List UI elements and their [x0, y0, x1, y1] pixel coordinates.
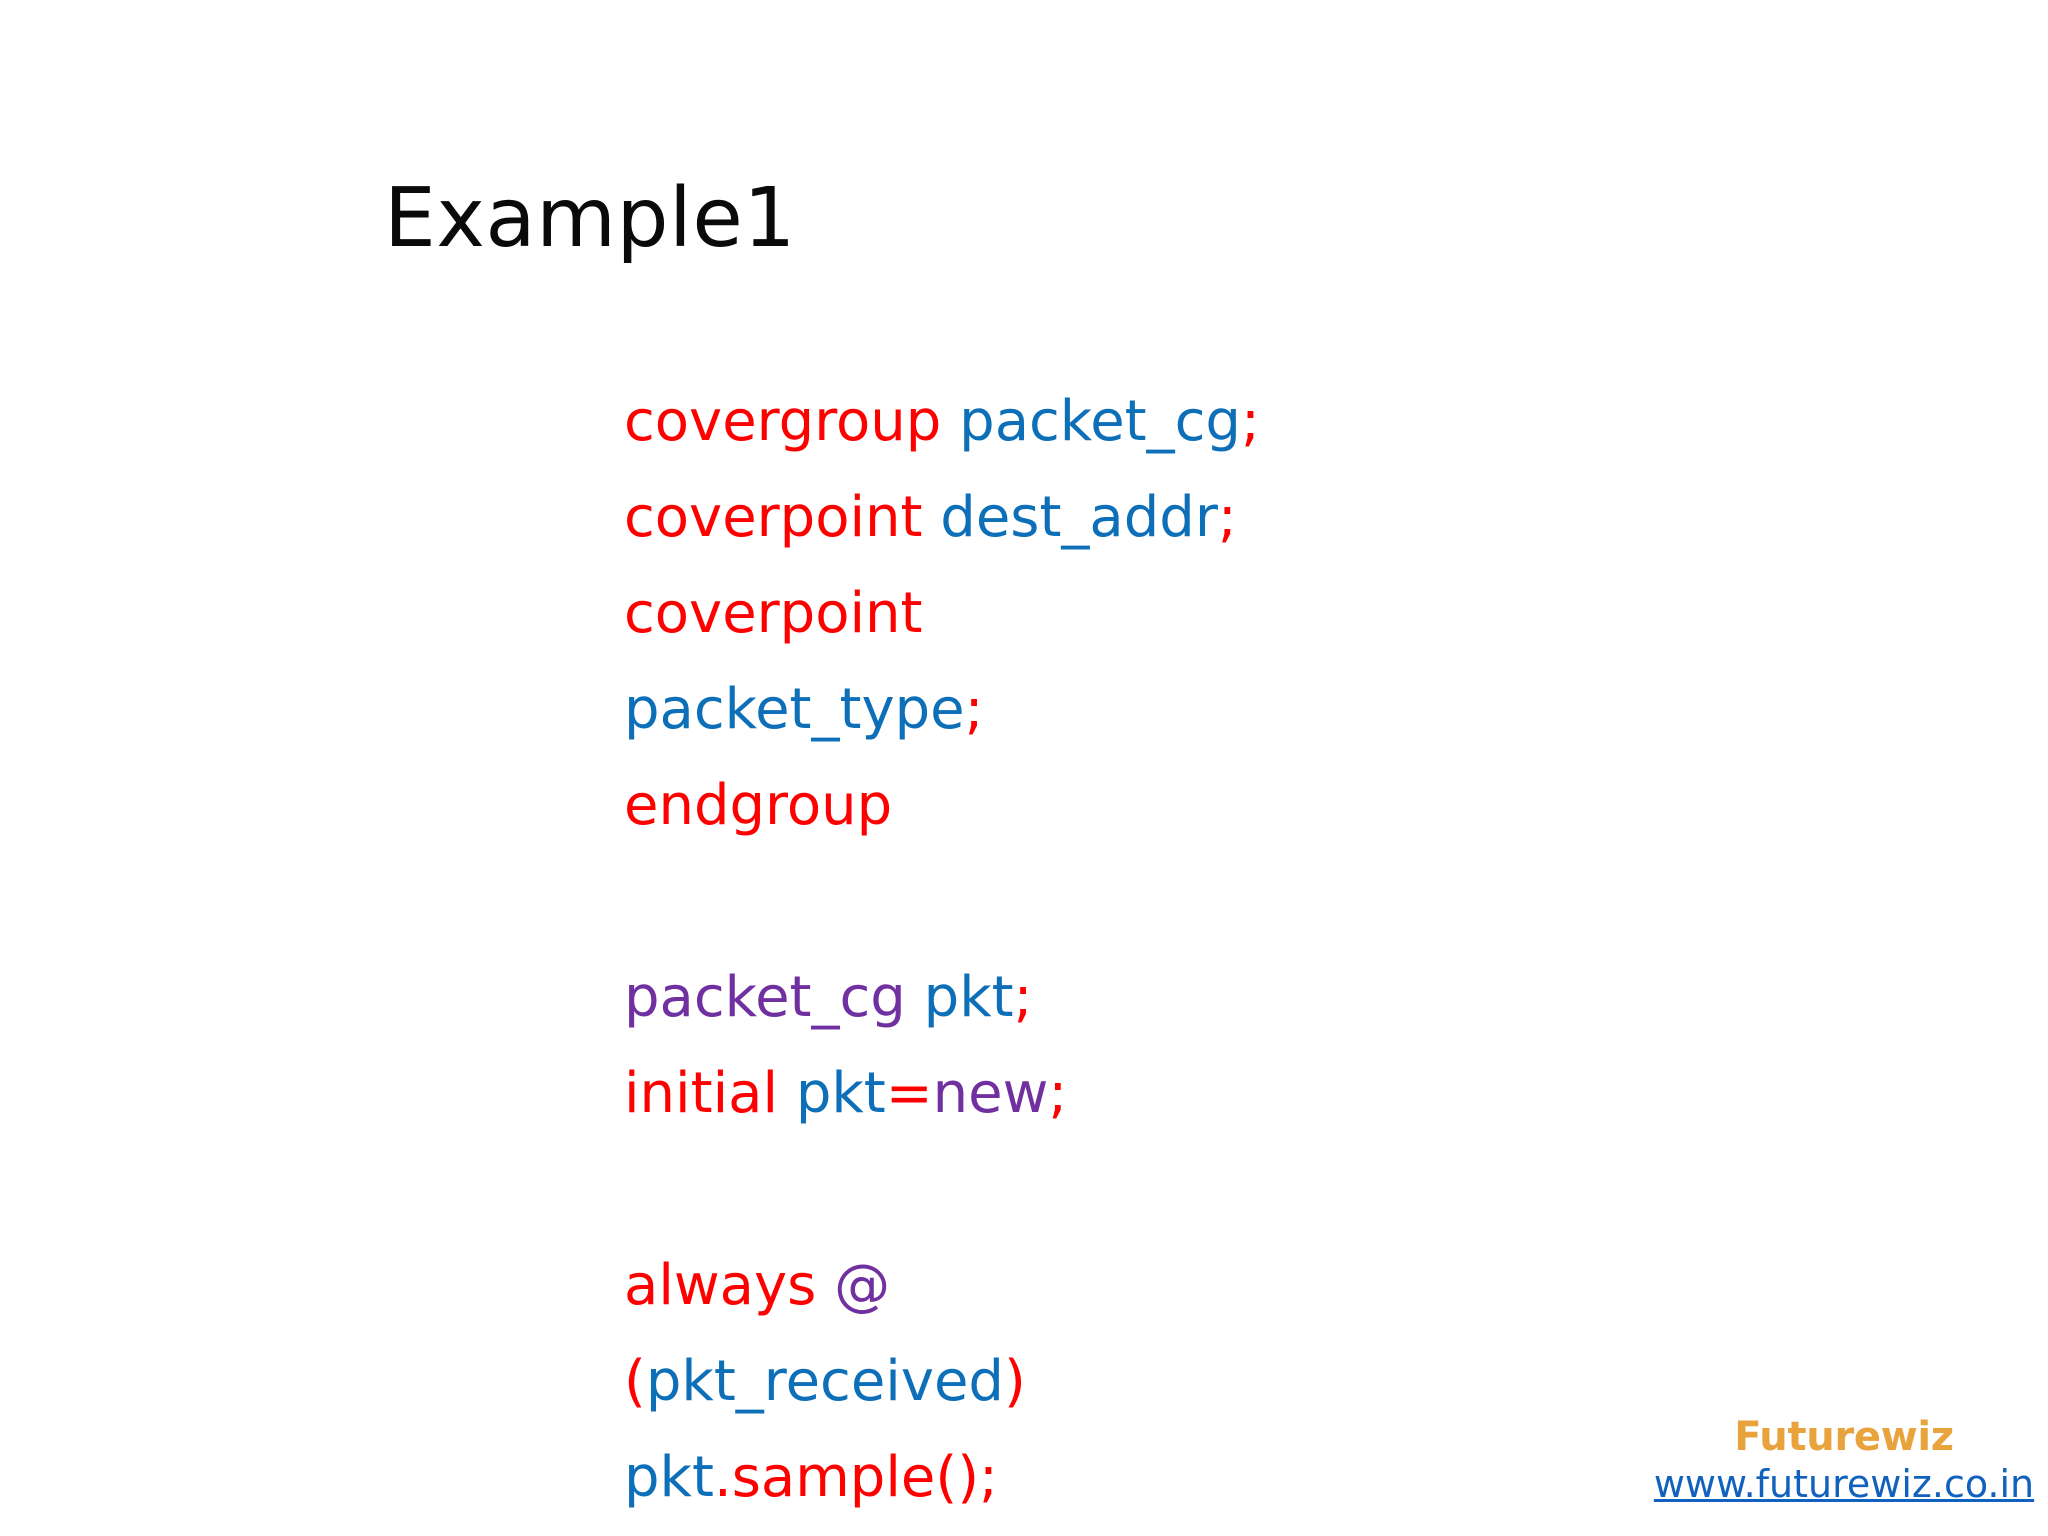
code-token — [906, 965, 924, 1030]
code-token: pkt_received — [645, 1349, 1004, 1414]
code-token: packet_type — [624, 677, 965, 742]
code-line: always @ — [624, 1238, 1384, 1334]
code-token: = — [885, 1061, 933, 1126]
code-token: initial — [624, 1061, 778, 1126]
code-token: ; — [1217, 485, 1237, 550]
code-line: covergroup packet_cg; — [624, 374, 1384, 470]
code-token: packet_cg — [624, 965, 906, 1030]
code-block: covergroup packet_cg;coverpoint dest_add… — [624, 374, 1384, 1526]
code-token: ; — [1013, 965, 1033, 1030]
code-token: covergroup — [624, 389, 942, 454]
code-line: coverpoint dest_addr; — [624, 470, 1384, 566]
code-token: always — [624, 1253, 817, 1318]
code-token: ; — [1240, 389, 1260, 454]
code-line: pkt.sample(); — [624, 1430, 1384, 1526]
code-token: pkt — [923, 965, 1014, 1030]
code-line — [624, 1142, 1384, 1238]
code-token — [941, 389, 959, 454]
code-line: coverpoint — [624, 566, 1384, 662]
code-token: ( — [624, 1349, 646, 1414]
code-token — [816, 1253, 834, 1318]
code-line: (pkt_received) — [624, 1334, 1384, 1430]
code-token: pkt — [795, 1061, 886, 1126]
code-token: dest_addr — [940, 485, 1218, 550]
brand-footer: Futurewiz www.futurewiz.co.in — [1648, 1414, 2040, 1506]
code-token: ; — [964, 677, 984, 742]
code-line: initial pkt=new; — [624, 1046, 1384, 1142]
code-token: new — [932, 1061, 1049, 1126]
code-token: @ — [834, 1253, 891, 1318]
code-token: coverpoint — [624, 485, 923, 550]
code-token: pkt — [624, 1445, 714, 1510]
code-token: ) — [1003, 1349, 1026, 1414]
page-title: Example1 — [384, 171, 796, 266]
brand-name: Futurewiz — [1734, 1414, 1954, 1460]
code-token: ; — [1048, 1061, 1068, 1126]
code-token — [922, 485, 940, 550]
code-token: packet_cg — [959, 389, 1241, 454]
code-token: endgroup — [624, 773, 893, 838]
code-token: .sample(); — [713, 1445, 998, 1510]
code-token — [778, 1061, 796, 1126]
code-line: packet_type; — [624, 662, 1384, 758]
website-link[interactable]: www.futurewiz.co.in — [1653, 1462, 2035, 1506]
code-line: packet_cg pkt; — [624, 950, 1384, 1046]
code-line: endgroup — [624, 758, 1384, 854]
code-token: coverpoint — [624, 581, 923, 646]
code-line — [624, 854, 1384, 950]
